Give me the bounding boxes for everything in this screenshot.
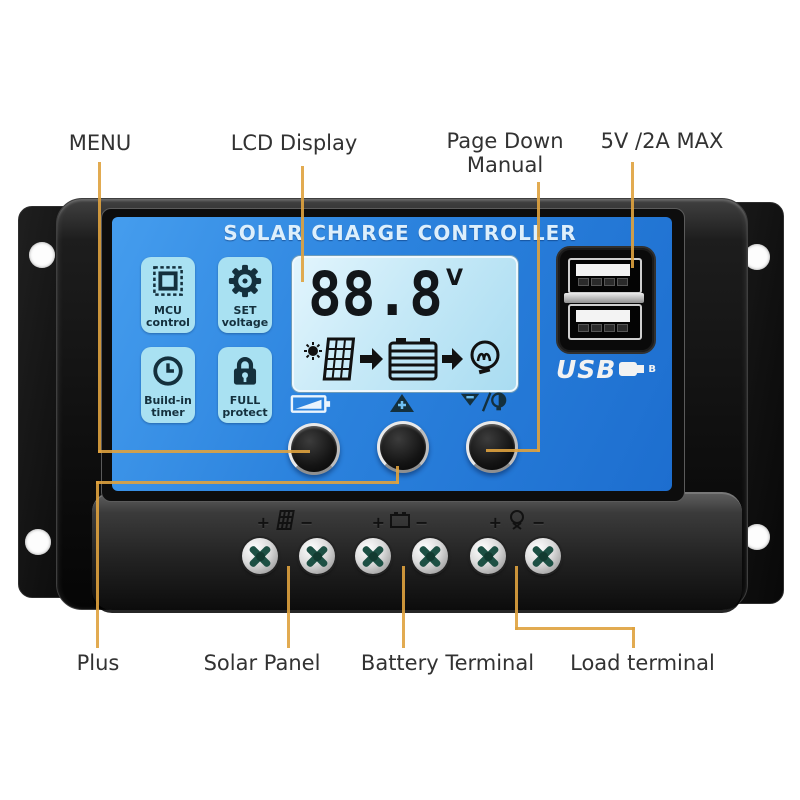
callout-line-solar-panel xyxy=(287,566,290,648)
terminal-screw xyxy=(299,538,335,574)
mcu-stamp-icon xyxy=(151,257,185,302)
battery-marking-icon xyxy=(388,509,412,535)
polarity-plus: + xyxy=(371,512,385,532)
battery-icon xyxy=(388,338,438,381)
usb-logo: USB B xyxy=(556,354,656,384)
usb-pin xyxy=(617,324,628,332)
mounting-hole xyxy=(744,244,770,270)
callout-line-page-down xyxy=(486,449,540,452)
mounting-hole xyxy=(744,524,770,550)
arrow-icon xyxy=(360,348,383,370)
page-down-button xyxy=(466,421,518,473)
tile-label: MCU xyxy=(154,304,182,317)
callout-line-menu xyxy=(98,162,101,453)
arrow-icon xyxy=(442,348,463,370)
plus-triangle-icon xyxy=(389,392,415,418)
usb-pin xyxy=(578,278,589,286)
menu-button xyxy=(288,423,340,475)
callout-line-plus xyxy=(396,466,399,484)
terminal-screw xyxy=(412,538,448,574)
callout-line-battery-terminal xyxy=(402,566,405,648)
terminal-screw xyxy=(355,538,391,574)
gear-icon xyxy=(228,257,262,302)
feature-tile-set-voltage: SET voltage xyxy=(218,257,272,333)
page-down-label-line2: Manual xyxy=(466,153,544,177)
feature-tile-build-in-timer: Build-in timer xyxy=(141,347,195,423)
lcd-screen: 88.8 V xyxy=(292,256,518,392)
tile-label: protect xyxy=(222,406,268,419)
tile-label: SET xyxy=(233,304,257,317)
usb-pin xyxy=(591,278,602,286)
callout-line-page-down xyxy=(537,182,540,452)
page-down-label-line1: Page Down xyxy=(446,129,564,153)
menu-label: MENU xyxy=(68,131,132,155)
callout-line-lcd-display xyxy=(301,166,304,282)
load-terminal-label: Load terminal xyxy=(570,651,715,675)
usb-max-label: 5V /2A MAX xyxy=(600,129,724,153)
usb-plug-icon xyxy=(619,362,645,376)
usb-port-bottom xyxy=(568,304,642,340)
bulb-icon xyxy=(470,340,500,375)
lamp-marking-icon xyxy=(505,509,529,535)
polarity-plus: + xyxy=(488,512,502,532)
callout-line-load-terminal xyxy=(515,627,635,630)
feature-tile-mcu-control: MCU control xyxy=(141,257,195,333)
callout-line-usb-max xyxy=(631,162,634,268)
clock-icon xyxy=(151,347,185,392)
usb-tongue xyxy=(576,310,630,322)
usb-plug-b: B xyxy=(648,363,656,375)
usb-pin xyxy=(617,278,628,286)
tile-label: control xyxy=(146,316,190,329)
terminal-screw xyxy=(242,538,278,574)
terminal-screw xyxy=(525,538,561,574)
feature-tile-full-protect: FULL protect xyxy=(218,347,272,423)
terminal-marking-solar: + − xyxy=(252,508,318,536)
mounting-hole xyxy=(29,242,55,268)
lcd-voltage-unit: V xyxy=(446,266,464,291)
page-down-manual-label: Page Down Manual xyxy=(443,129,567,177)
mounting-hole xyxy=(25,529,51,555)
usb-port-top xyxy=(568,258,642,294)
usb-pin xyxy=(604,324,615,332)
sun-icon xyxy=(304,342,322,360)
terminal-marking-load: + − xyxy=(484,508,550,536)
callout-line-menu xyxy=(98,450,310,453)
callout-line-load-terminal xyxy=(515,566,518,630)
battery-terminal-label: Battery Terminal xyxy=(360,651,535,675)
usb-pin xyxy=(604,278,615,286)
polarity-plus: + xyxy=(256,512,270,532)
polarity-minus: − xyxy=(415,512,429,532)
usb-pin xyxy=(578,324,589,332)
plus-button xyxy=(377,421,429,473)
terminal-marking-battery: + − xyxy=(367,508,433,536)
usb-pin xyxy=(591,324,602,332)
terminal-screw xyxy=(470,538,506,574)
lcd-status-icons xyxy=(302,334,506,388)
usb-tongue xyxy=(576,264,630,276)
tile-label: voltage xyxy=(221,316,269,329)
usb-divider xyxy=(564,293,644,303)
callout-line-load-terminal xyxy=(632,627,635,648)
tile-label: Build-in xyxy=(144,394,192,407)
tile-label: timer xyxy=(151,406,185,419)
polarity-minus: − xyxy=(300,512,314,532)
lcd-voltage-value: 88.8 xyxy=(308,259,443,330)
battery-level-icon xyxy=(290,394,332,418)
plus-label: Plus xyxy=(76,651,120,675)
usb-logo-text: USB xyxy=(556,354,617,384)
solar-panel-marking-icon xyxy=(273,509,297,535)
padlock-icon xyxy=(228,347,262,392)
lcd-display-label: LCD Display xyxy=(230,131,358,155)
callout-line-plus xyxy=(96,481,99,648)
solar-panel-icon xyxy=(322,337,356,381)
polarity-minus: − xyxy=(532,512,546,532)
callout-line-plus xyxy=(96,481,399,484)
page-down-lamp-icon xyxy=(458,390,508,418)
solar-panel-label: Solar Panel xyxy=(203,651,321,675)
tile-label: FULL xyxy=(229,394,261,407)
device-title: SOLAR CHARGE CONTROLLER xyxy=(223,221,577,245)
